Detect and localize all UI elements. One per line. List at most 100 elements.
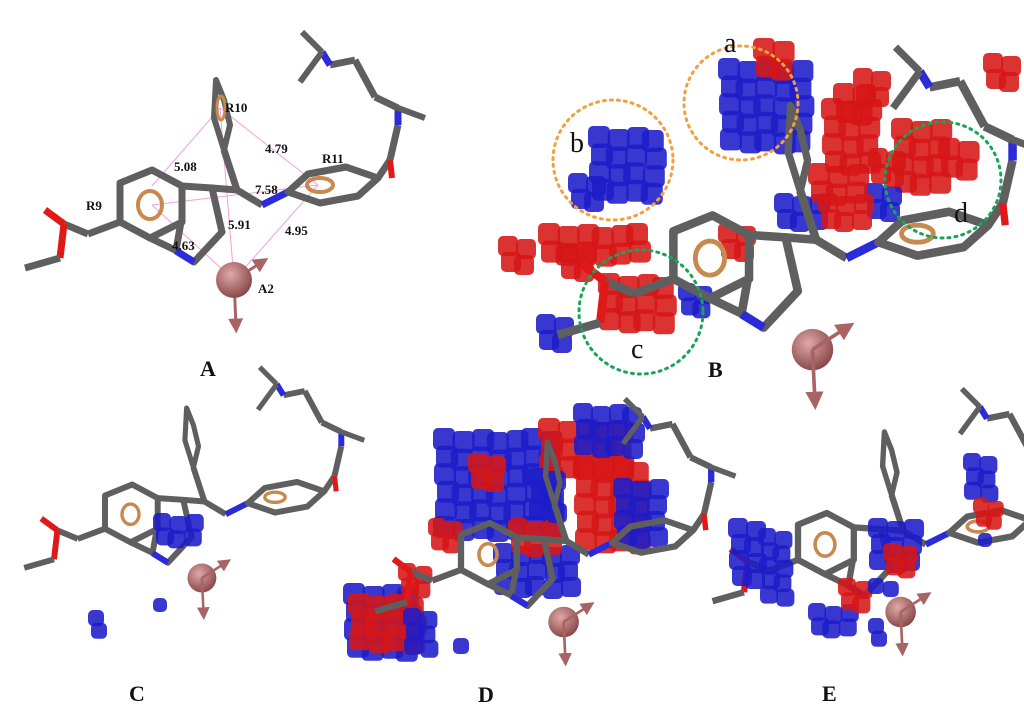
favored-contour-cube	[884, 167, 904, 187]
favored-contour-cube	[555, 438, 578, 461]
disfavored-contour-cube	[754, 129, 777, 152]
favored-contour-cube	[538, 223, 560, 245]
disfavored-contour-cube	[753, 94, 776, 117]
disfavored-contour-cube	[963, 453, 981, 471]
hydrophobic-sphere-a2	[216, 262, 252, 298]
disfavored-contour-cube	[868, 618, 884, 634]
disfavored-contour-cube	[729, 550, 749, 570]
favored-contour-cube	[615, 293, 638, 316]
disfavored-contour-cube	[759, 556, 777, 575]
favored-contour-cube	[891, 118, 913, 140]
disfavored-contour-cube	[607, 129, 630, 151]
favored-contour-cube	[854, 194, 874, 214]
disfavored-contour-cube	[648, 527, 668, 547]
disfavored-contour-cube	[504, 447, 527, 470]
panel-label-d: D	[478, 682, 494, 707]
disfavored-contour-cube	[167, 530, 186, 549]
favored-contour-cube	[538, 418, 560, 440]
disfavored-contour-cube	[451, 483, 474, 506]
disfavored-contour-cube	[718, 58, 740, 80]
disfavored-contour-cube	[736, 113, 759, 136]
distance-label: 4.95	[285, 223, 308, 238]
disfavored-contour-cube	[527, 560, 547, 580]
disfavored-contour-cube	[649, 479, 669, 499]
disfavored-contour-cube	[469, 499, 492, 522]
disfavored-contour-cube	[433, 428, 455, 450]
favored-contour-cube	[383, 629, 406, 652]
disfavored-contour-cube	[453, 638, 469, 654]
favored-contour-cube	[442, 535, 461, 554]
disfavored-contour-cube	[435, 498, 457, 521]
disfavored-contour-cube	[886, 521, 906, 541]
favored-contour-cube	[576, 246, 596, 266]
disfavored-contour-cube	[775, 559, 794, 578]
disfavored-contour-cube	[755, 76, 778, 99]
favored-contour-cube	[635, 291, 658, 314]
region-label-d: d	[954, 198, 968, 229]
disfavored-contour-cube	[403, 608, 421, 626]
favored-contour-cube	[871, 71, 891, 91]
disfavored-contour-cube	[486, 432, 509, 454]
favored-contour-cube	[985, 513, 1002, 530]
favored-contour-cube	[591, 513, 614, 536]
favored-contour-cube	[836, 196, 856, 216]
disfavored-contour-cube	[420, 639, 439, 658]
favored-contour-cube	[827, 166, 850, 188]
favored-contour-cube	[629, 240, 651, 263]
favored-contour-cube	[557, 226, 580, 248]
disfavored-contour-cube	[979, 456, 998, 474]
favored-contour-cube	[468, 453, 488, 473]
region-circle-d	[883, 120, 1003, 240]
aromatic-ring-r11	[305, 176, 335, 194]
favored-contour-cube	[938, 138, 960, 160]
favored-contour-cube	[834, 212, 854, 232]
atom-label-a2: A2	[258, 281, 274, 296]
disfavored-contour-cube	[623, 162, 646, 185]
favored-contour-cube	[847, 164, 870, 186]
disfavored-contour-cube	[647, 495, 667, 515]
disfavored-contour-cube	[589, 422, 609, 442]
disfavored-contour-cube	[776, 588, 795, 607]
favored-contour-cube	[908, 138, 931, 161]
disfavored-contour-cube	[880, 202, 900, 222]
favored-contour-cube	[1001, 56, 1021, 76]
disfavored-contour-cube	[719, 93, 741, 116]
disfavored-contour-cube	[613, 478, 633, 498]
favored-contour-cube	[818, 193, 838, 213]
favored-contour-cube	[899, 546, 918, 564]
molecule-a	[25, 32, 425, 268]
disfavored-contour-cube	[591, 406, 611, 426]
favored-contour-cube	[626, 462, 649, 484]
favored-contour-cube	[516, 239, 536, 259]
disfavored-contour-cube	[574, 435, 594, 455]
disfavored-contour-cube	[528, 468, 548, 488]
ring-label-r9: R9	[86, 198, 102, 213]
favored-contour-cube	[486, 456, 506, 476]
disfavored-contour-cube	[153, 598, 167, 612]
disfavored-contour-cube	[88, 610, 104, 626]
disfavored-contour-cube	[536, 314, 556, 334]
disfavored-contour-cube	[737, 61, 760, 83]
disfavored-contour-cube	[606, 181, 629, 204]
disfavored-contour-cube	[434, 463, 456, 486]
disfavored-contour-cube	[505, 482, 528, 505]
disfavored-contour-cube	[868, 578, 884, 594]
favored-contour-cube	[883, 543, 901, 561]
disfavored-contour-cube	[978, 533, 992, 547]
ring-label-r10: R10	[225, 100, 247, 115]
favored-contour-cube	[557, 421, 580, 443]
favored-contour-cube	[573, 458, 595, 480]
favored-contour-cube	[367, 596, 390, 618]
disfavored-contour-cube	[838, 618, 857, 637]
panel-label-a: A	[200, 356, 216, 381]
disfavored-contour-cube	[630, 529, 650, 549]
favored-contour-cube	[955, 158, 978, 181]
distance-label: 4.79	[265, 141, 288, 156]
disfavored-contour-cube	[607, 420, 627, 440]
distance-label: 4.63	[172, 238, 195, 253]
disfavored-contour-cube	[871, 630, 887, 647]
disfavored-contour-cube	[904, 519, 924, 539]
region-label-c: c	[631, 334, 643, 365]
panel-c: C	[24, 367, 364, 706]
